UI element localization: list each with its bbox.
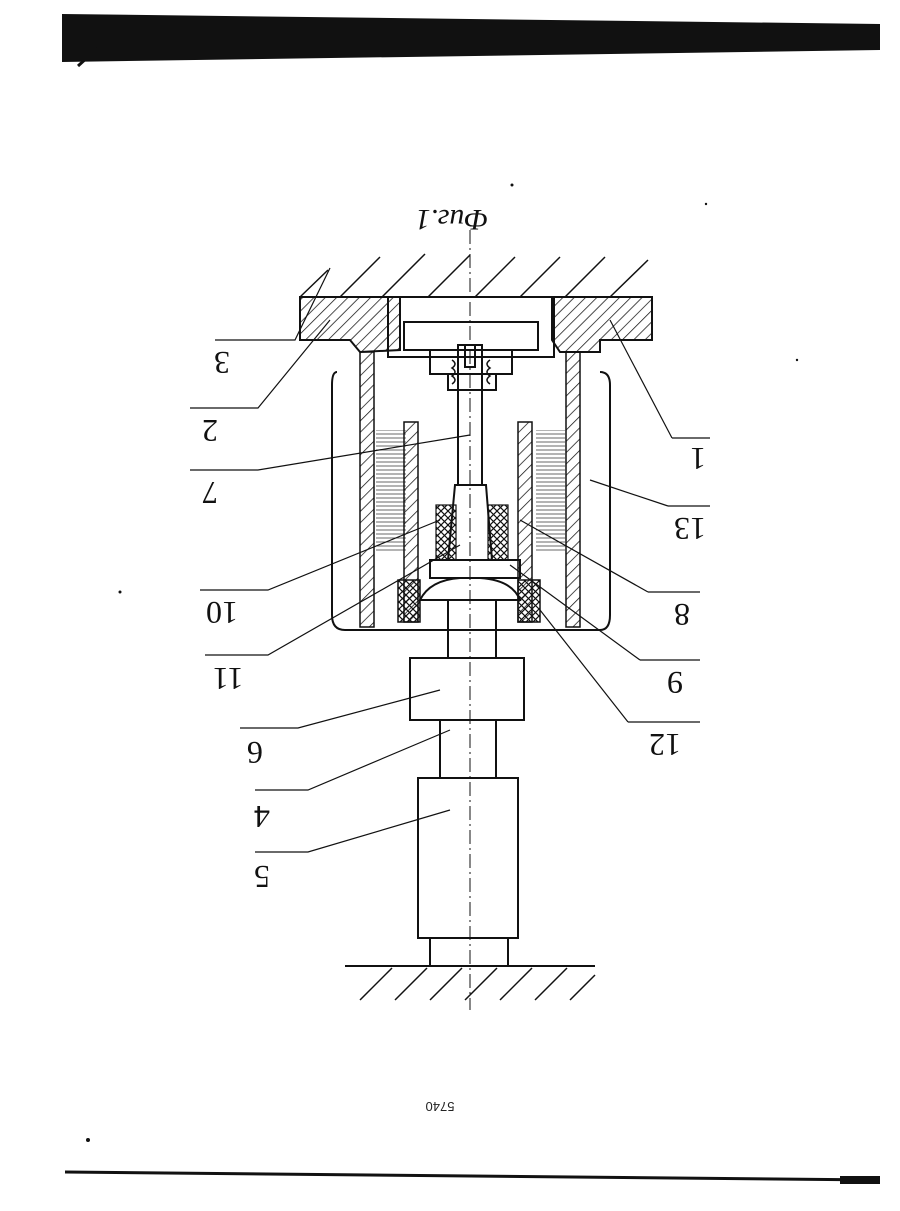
label-4: 4 [254,799,270,835]
label-2: 2 [202,413,218,449]
part-8-inner-cup [398,422,540,622]
figure-caption: Фиг.1 [416,203,489,236]
label-1: 1 [690,441,706,477]
part-5-actuator [418,778,518,966]
label-13: 13 [674,511,706,547]
label-9: 9 [667,665,683,701]
part-1-flange [552,297,652,352]
label-7: 7 [202,475,218,511]
label-5: 5 [254,859,270,895]
label-12: 12 [649,727,681,763]
page-number: 5740 [426,1099,455,1114]
scan-top-bar [62,14,880,66]
part-7-piston-rod [452,345,490,485]
part-13-outer-housing [332,352,610,630]
label-10: 10 [206,595,238,631]
part-3-flange [300,297,400,352]
label-3: 3 [214,345,230,381]
label-8: 8 [674,597,690,633]
part-10-plunger [436,485,508,560]
ceiling-hatch [300,254,652,297]
label-11: 11 [213,661,244,697]
label-6: 6 [247,735,263,771]
upper-housing [388,297,554,390]
scan-bottom-bar [65,1172,880,1184]
part-6-block [410,658,524,720]
